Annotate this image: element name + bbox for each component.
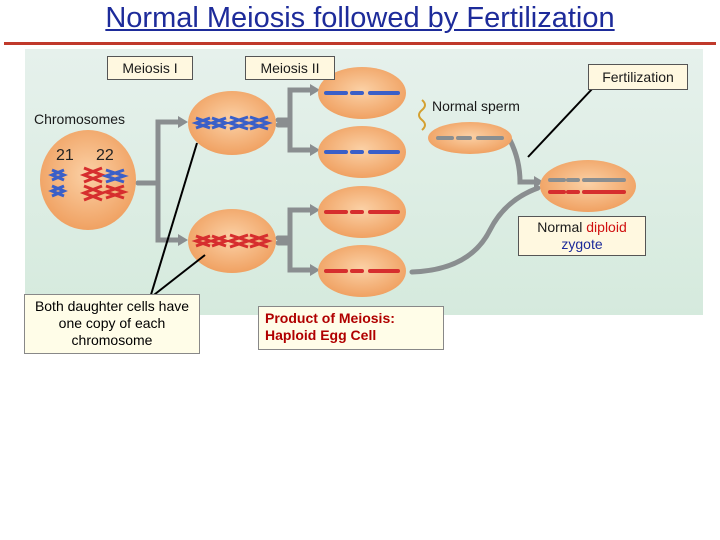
arrowhead: [178, 116, 188, 128]
zygote-cell: [540, 160, 636, 212]
fertilization-label: Fertilization: [588, 64, 688, 90]
daughter-top-chromosomes: [191, 115, 273, 131]
arrow-to-cell-bottom: [135, 180, 185, 243]
arrow-bottom-upper: [275, 207, 317, 241]
egg-cell-line-2: Haploid Egg Cell: [265, 327, 377, 343]
arrow-to-cell-top: [135, 119, 185, 186]
arrow-top-lower: [275, 122, 317, 153]
arrowhead: [178, 234, 188, 246]
egg-cell-line-1: Product of Meiosis:: [265, 310, 395, 326]
meiosis-2-label: Meiosis II: [245, 56, 335, 80]
arrowhead: [310, 204, 320, 216]
arrowhead: [310, 264, 320, 276]
parent-chromosomes: [48, 166, 129, 202]
title-rule: [4, 42, 716, 45]
arrowhead: [310, 84, 320, 96]
meiosis-arrows: [135, 87, 541, 275]
slide-title: Normal Meiosis followed by Fertilization: [105, 2, 615, 34]
arrow-bottom-lower: [275, 240, 317, 273]
chromosome-21-number: 21: [56, 147, 74, 164]
egg-cell-note: Product of Meiosis: Haploid Egg Cell: [258, 306, 444, 350]
arrow-egg-zygote: [409, 185, 541, 275]
pointer-to-top-daughter: [149, 142, 198, 299]
chromosome-22-number: 22: [96, 147, 114, 164]
arrowhead: [310, 144, 320, 156]
zygote-diploid-text: diploid: [586, 219, 627, 235]
arrow-sperm-zygote: [507, 137, 541, 185]
normal-sperm-label: Normal sperm: [432, 98, 520, 114]
zygote-normal-text: Normal: [537, 219, 587, 235]
daughter-cells-note: Both daughter cells have one copy of eac…: [24, 294, 200, 354]
zygote-chromosomes: [548, 178, 626, 194]
chromosomes-label: Chromosomes: [34, 111, 126, 127]
zygote-word-text: zygote: [561, 236, 603, 252]
arrowhead: [534, 176, 544, 188]
meiosis-1-label: Meiosis I: [107, 56, 193, 80]
sperm-tail: [418, 99, 426, 131]
pointer-to-bottom-daughter: [149, 254, 206, 299]
zygote-label: Normal diploid zygote: [518, 216, 646, 256]
pointer-lines: [149, 87, 594, 299]
daughter-bottom-chromosomes: [191, 233, 273, 249]
arrow-top-upper: [275, 87, 317, 123]
pointer-fertilization: [527, 87, 594, 158]
